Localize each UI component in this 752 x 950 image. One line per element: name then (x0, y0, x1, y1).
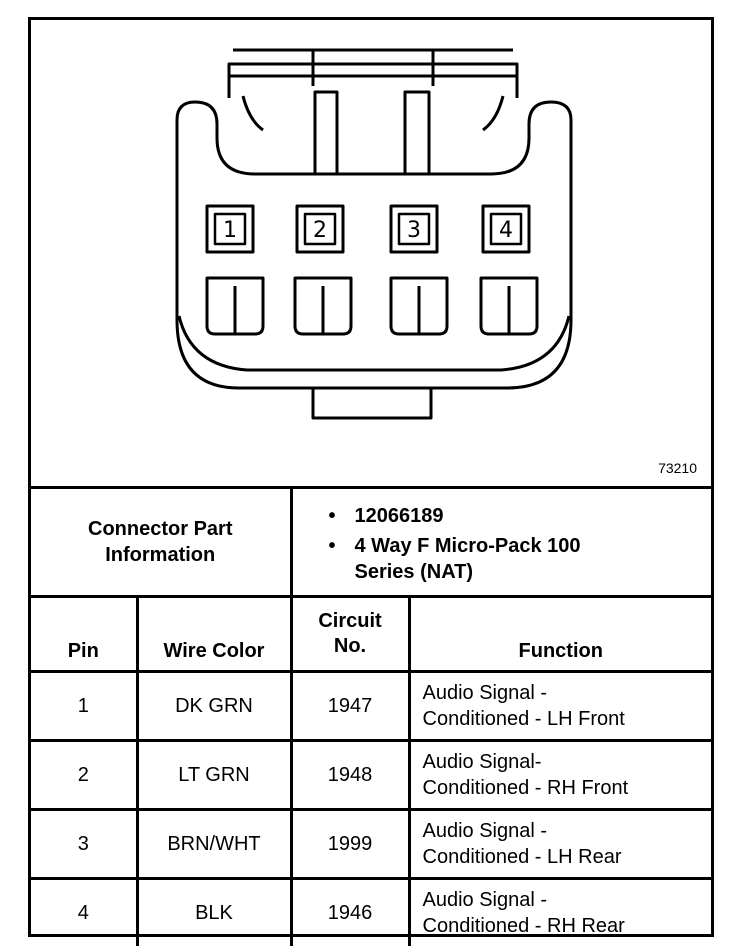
connector-face-view: 1 2 3 4 (175, 48, 573, 420)
function-cell: Audio Signal - Conditioned - LH Front (407, 670, 711, 741)
wire-color-cell: BLK (135, 877, 291, 946)
pin-cell: 1 (31, 670, 137, 741)
function-cell: Audio Signal- Conditioned - RH Front (407, 739, 711, 810)
table-row: 2 LT GRN 1948 Audio Signal- Conditioned … (31, 739, 711, 810)
connector-part-row: Connector Part Information 12066189 4 Wa… (31, 486, 712, 597)
part-description: 4 Way F Micro-Pack 100 Series (NAT) (329, 533, 712, 585)
pin-label-1: 1 (223, 218, 237, 243)
header-pin: Pin (31, 595, 137, 672)
wire-color-cell: LT GRN (135, 739, 291, 810)
table-row: 3 BRN/WHT 1999 Audio Signal - Conditione… (31, 808, 711, 879)
pin-cell: 3 (31, 808, 137, 879)
connector-body (175, 100, 573, 390)
pin-label-3: 3 (407, 218, 421, 243)
header-function: Function (407, 595, 711, 672)
circuit-cell: 1946 (289, 877, 409, 946)
wire-color-cell: DK GRN (135, 670, 291, 741)
connector-diagram-frame: 1 2 3 4 73210 Connector Part Information… (28, 17, 717, 946)
latch-top (227, 62, 519, 98)
pin-cell: 4 (31, 877, 137, 946)
header-wire-color: Wire Color (135, 595, 291, 672)
latch-tab-left (313, 90, 339, 176)
pin-label-2: 2 (313, 218, 327, 243)
connector-pinout-table: Connector Part Information 12066189 4 Wa… (31, 486, 711, 946)
function-cell: Audio Signal - Conditioned - LH Rear (407, 808, 711, 879)
circuit-cell: 1999 (289, 808, 409, 879)
circuit-cell: 1948 (289, 739, 409, 810)
pin-label-4: 4 (499, 218, 513, 243)
table-header-row: Pin Wire Color Circuit No. Function (31, 595, 711, 672)
pin-cell: 2 (31, 739, 137, 810)
pin-boxes (205, 204, 531, 254)
connector-part-label: Connector Part Information (31, 486, 291, 597)
latch-tab-right (403, 90, 431, 176)
header-circuit-no: Circuit No. (289, 595, 409, 672)
table-row: 1 DK GRN 1947 Audio Signal - Conditioned… (31, 670, 711, 741)
wire-color-cell: BRN/WHT (135, 808, 291, 879)
figure-number: 73210 (658, 460, 697, 476)
connector-part-info: 12066189 4 Way F Micro-Pack 100 Series (… (289, 486, 712, 597)
circuit-cell: 1947 (289, 670, 409, 741)
connector-drawing: 1 2 3 4 73210 (31, 20, 717, 486)
terminal-cavities (205, 276, 539, 336)
bottom-key (311, 388, 433, 420)
part-number: 12066189 (329, 503, 712, 529)
function-cell: Audio Signal - Conditioned - RH Rear (407, 877, 711, 946)
table-row: 4 BLK 1946 Audio Signal - Conditioned - … (31, 877, 711, 946)
